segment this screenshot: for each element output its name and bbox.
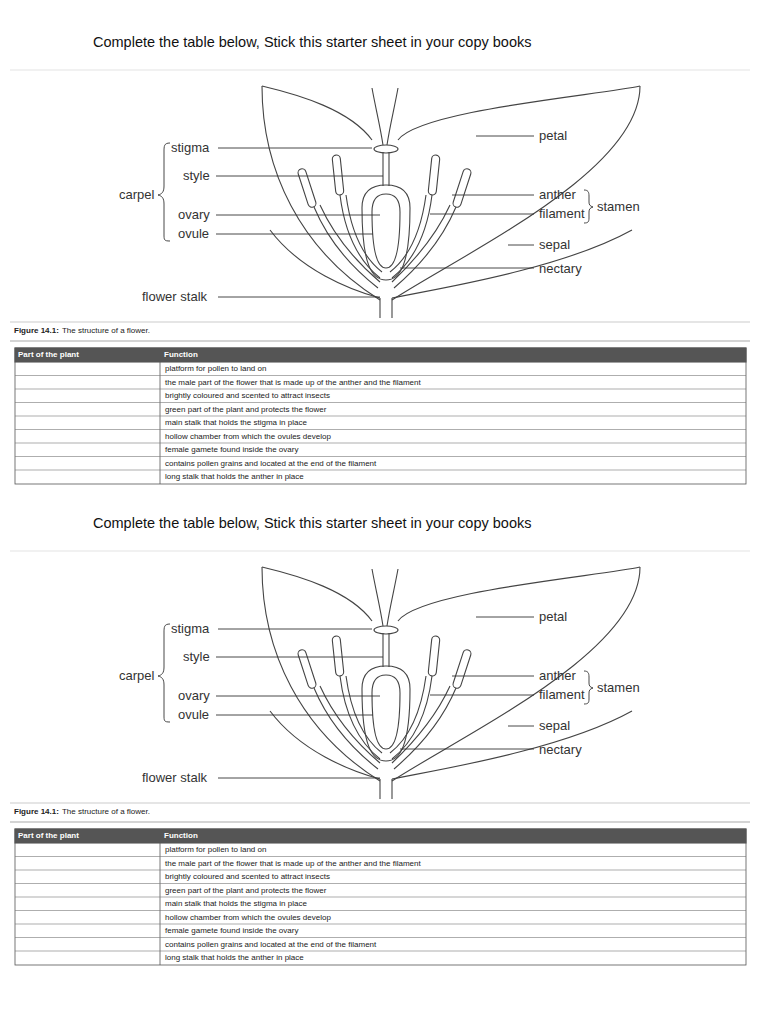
part-label: ovary [178,689,210,703]
part-label: ovule [178,227,209,241]
figure-caption: The structure of a flower. [62,808,150,817]
part-label: flower stalk [142,771,207,785]
part-label: stigma [171,141,209,155]
table-cell: contains pollen grains and located at th… [165,460,376,469]
part-label: petal [539,129,567,143]
part-label: filament [539,207,585,221]
figure-caption: Figure 14.1: [14,327,59,336]
part-label: nectary [539,262,582,276]
part-label: stigma [171,622,209,636]
table-header: Part of the plant [18,832,79,841]
part-label: petal [539,610,567,624]
table-cell: the male part of the flower that is made… [165,379,421,388]
table-cell: brightly coloured and scented to attract… [165,873,330,882]
table-cell: long stalk that holds the anther in plac… [165,954,304,963]
part-label: ovary [178,208,210,222]
sheet-heading: Complete the table below, Stick this sta… [93,516,531,532]
table-cell: hollow chamber from which the ovules dev… [165,914,331,923]
table-header: Function [164,832,198,841]
group-label: carpel [119,188,154,202]
part-label: anther [539,669,576,683]
table-cell: long stalk that holds the anther in plac… [165,473,304,482]
table-cell: female gamete found inside the ovary [165,446,298,455]
table-header: Part of the plant [18,351,79,360]
table-cell: hollow chamber from which the ovules dev… [165,433,331,442]
sheet-heading: Complete the table below, Stick this sta… [93,35,531,51]
part-label: filament [539,688,585,702]
part-label: flower stalk [142,290,207,304]
table-cell: platform for pollen to land on [165,365,266,374]
table-cell: green part of the plant and protects the… [165,406,326,415]
part-label: sepal [539,238,570,252]
table-cell: brightly coloured and scented to attract… [165,392,330,401]
table-cell: the male part of the flower that is made… [165,860,421,869]
table-cell: green part of the plant and protects the… [165,887,326,896]
table-header: Function [164,351,198,360]
table-cell: main stalk that holds the stigma in plac… [165,900,307,909]
table-cell: contains pollen grains and located at th… [165,941,376,950]
table-cell: main stalk that holds the stigma in plac… [165,419,307,428]
part-label: nectary [539,743,582,757]
figure-caption: Figure 14.1: [14,808,59,817]
part-label: style [183,650,210,664]
part-label: sepal [539,719,570,733]
group-label: stamen [597,200,640,214]
figure-caption: The structure of a flower. [62,327,150,336]
group-label: carpel [119,669,154,683]
group-label: stamen [597,681,640,695]
part-label: style [183,169,210,183]
part-label: ovule [178,708,209,722]
part-label: anther [539,188,576,202]
table-cell: platform for pollen to land on [165,846,266,855]
table-cell: female gamete found inside the ovary [165,927,298,936]
